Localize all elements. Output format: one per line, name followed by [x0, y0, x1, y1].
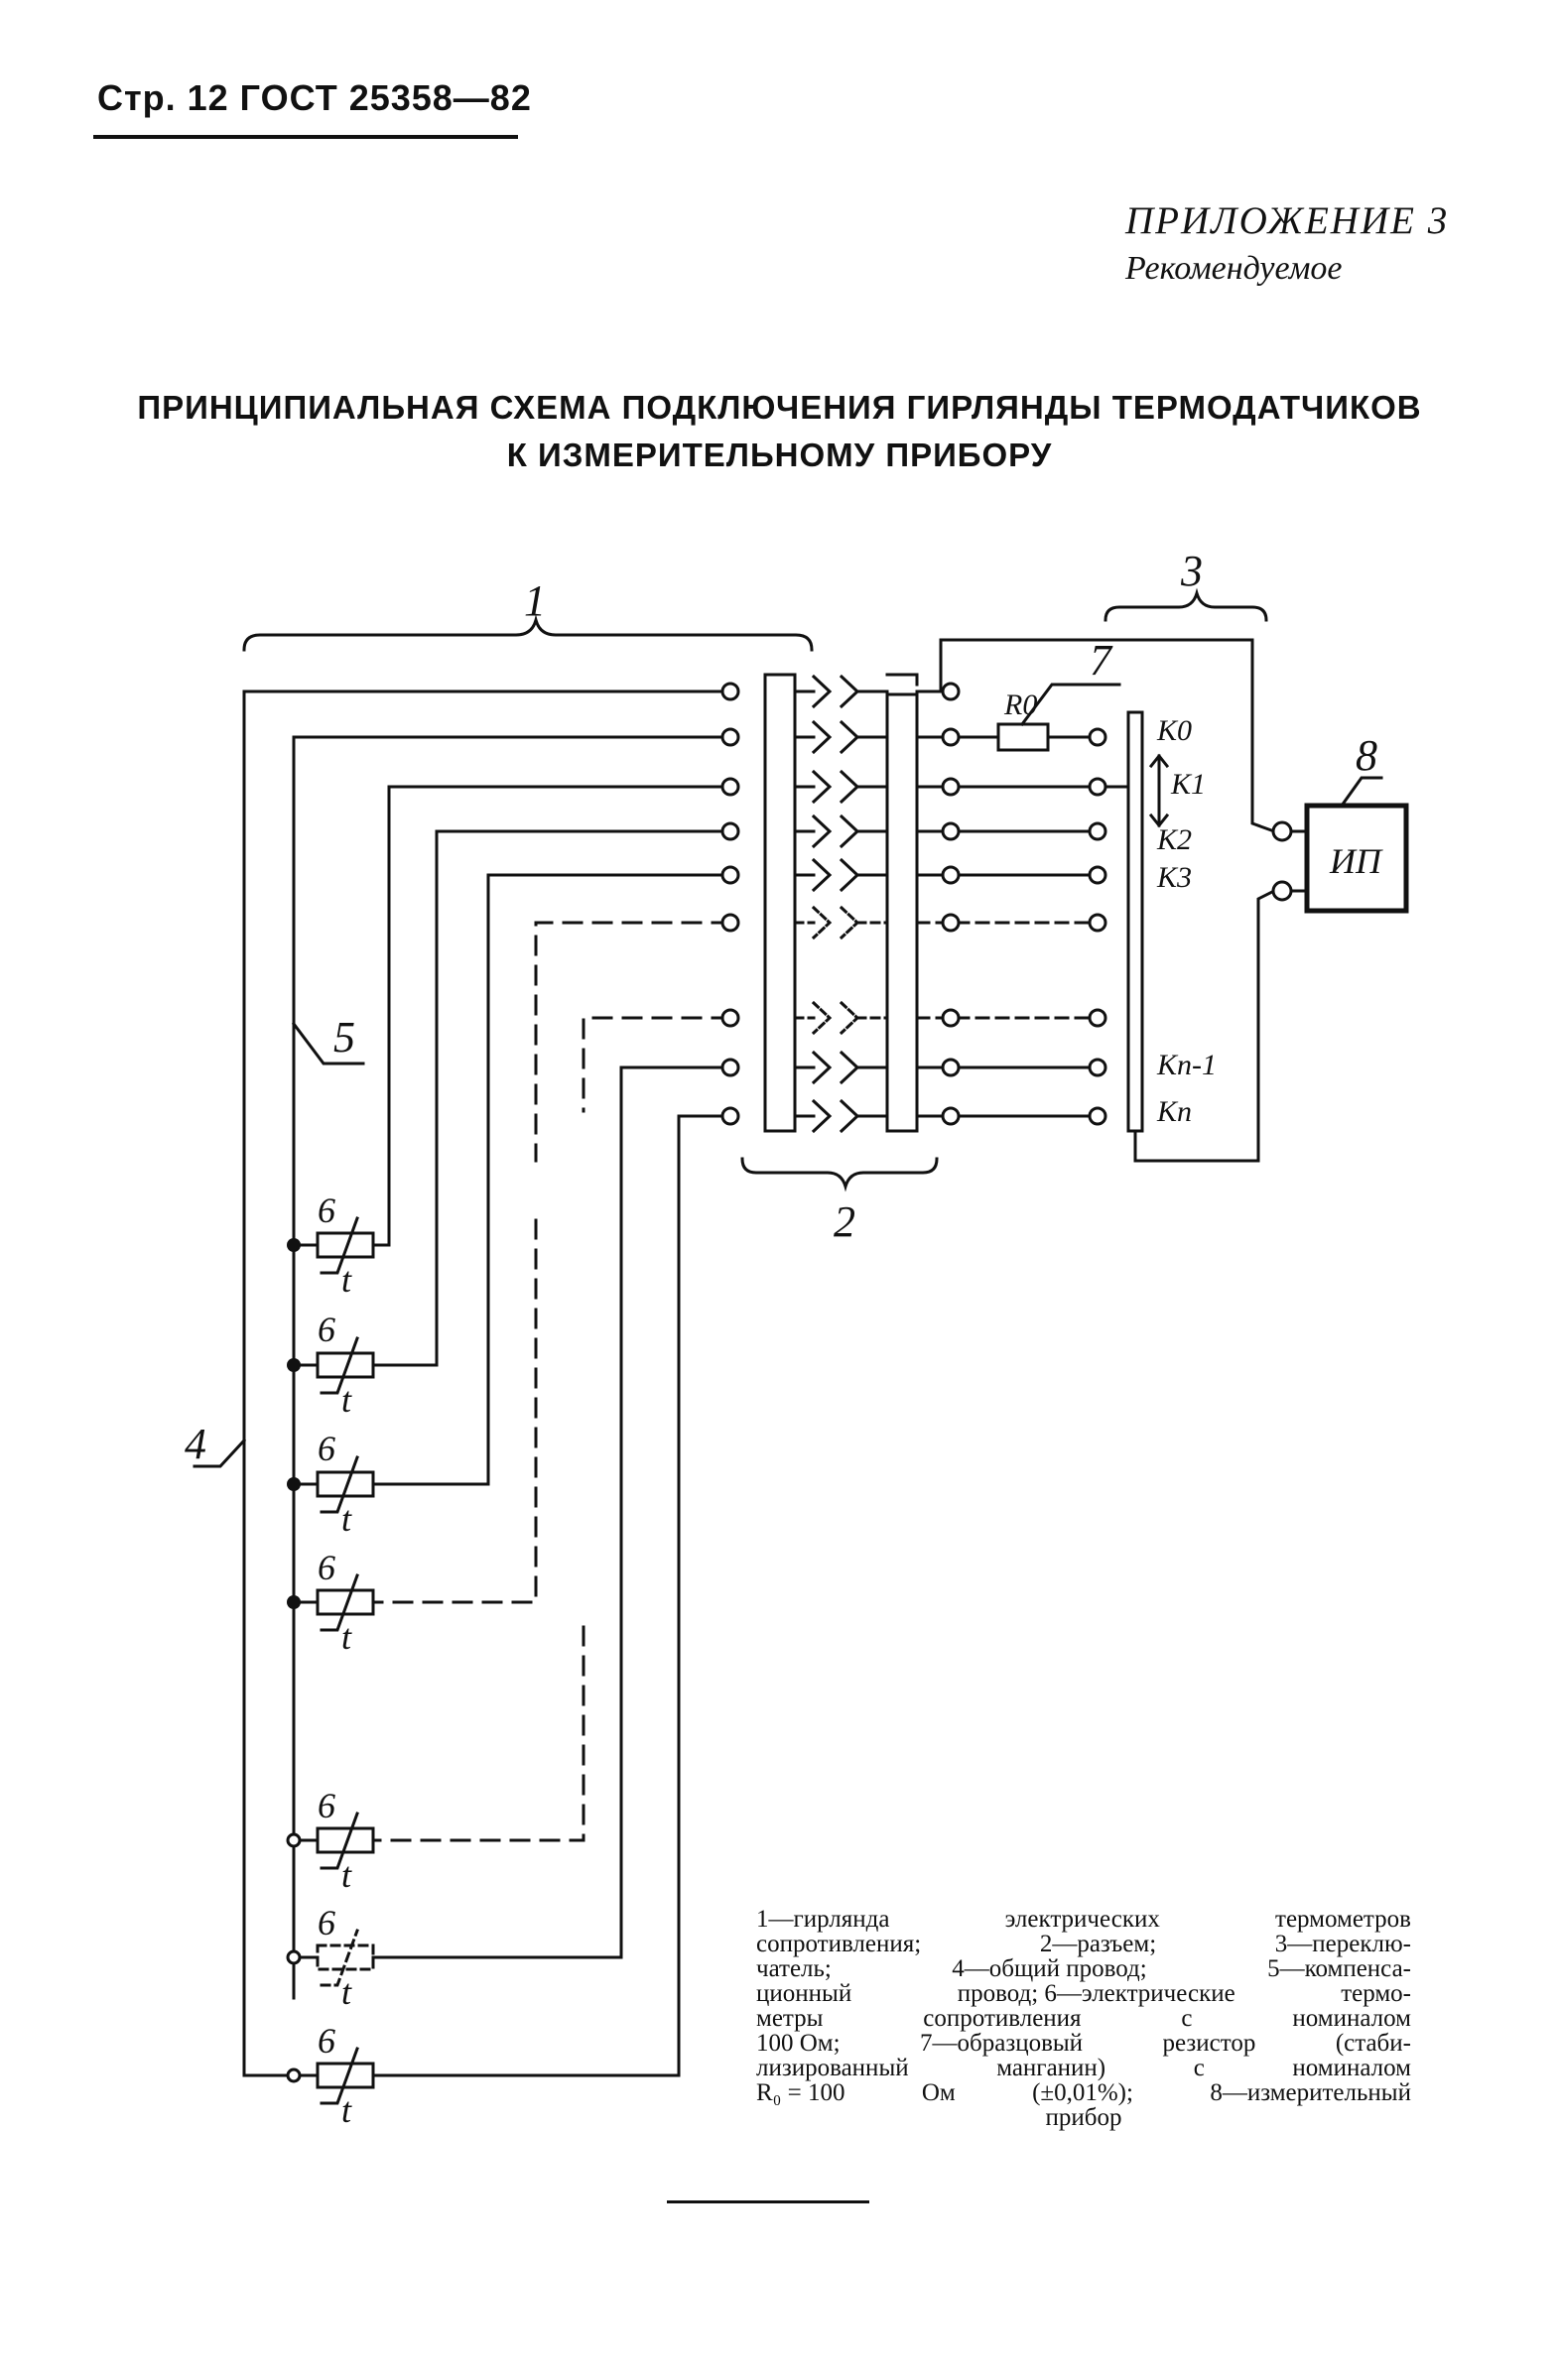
callout-switch: 3 [1180, 547, 1203, 595]
appendix-status: Рекомендуемое [1125, 250, 1343, 287]
title-line-1: ПРИНЦИПИАЛЬНАЯ СХЕМА ПОДКЛЮЧЕНИЯ ГИРЛЯНД… [137, 389, 1422, 426]
connector-arrows [811, 674, 860, 1134]
legend-word: 7—образцовый [920, 2030, 1084, 2057]
svg-text:t: t [341, 1617, 352, 1657]
legend-word: метры [756, 2005, 824, 2032]
svg-text:6: 6 [318, 1190, 335, 1230]
legend-word: Ом [921, 2079, 956, 2106]
legend-word: 4—общий провод; [952, 1955, 1147, 1982]
legend-word: чатель; [756, 1955, 832, 1982]
instrument-label: ИП [1329, 841, 1383, 881]
brace-garland [242, 614, 814, 652]
svg-text:6: 6 [318, 1429, 335, 1468]
legend-word: лизированный [756, 2055, 909, 2081]
legend-word: 8—измерительный [1210, 2079, 1411, 2106]
svg-text:6: 6 [318, 1903, 335, 1942]
legend-word: номиналом [1292, 2055, 1411, 2081]
legend-word: электрических [1004, 1906, 1160, 1933]
reference-resistor [996, 722, 1050, 752]
svg-text:Kn-1: Kn-1 [1156, 1049, 1217, 1081]
legend-word: провод; 6—электрические [957, 1980, 1235, 2007]
appendix-label: ПРИЛОЖЕНИЕ 3 [1125, 199, 1450, 242]
legend-word: прибор [1045, 2104, 1122, 2131]
terminals [286, 682, 1293, 2083]
svg-text:K0: K0 [1156, 714, 1192, 747]
title-line-2: К ИЗМЕРИТЕЛЬНОМУ ПРИБОРУ [506, 437, 1053, 473]
legend-word: с [1181, 2005, 1193, 2032]
legend-line: лизированный манганин) с номиналом [756, 2056, 1411, 2080]
svg-text:6: 6 [318, 1548, 335, 1587]
legend-word: термометров [1275, 1906, 1411, 1933]
svg-text:t: t [341, 1972, 352, 2012]
thermometers [292, 1216, 375, 2105]
legend-line: R₀ = 100 Ом (±0,01%); 8—измерительный [756, 2080, 1411, 2105]
legend-word: R₀ = 100 [756, 2079, 845, 2106]
legend-word: (стаби- [1335, 2030, 1411, 2057]
connector-socket-bar [885, 673, 919, 1133]
callout-compensation: 5 [333, 1013, 355, 1062]
svg-text:t: t [341, 1499, 352, 1539]
svg-text:K3: K3 [1156, 861, 1192, 894]
brace-switch [1104, 587, 1268, 622]
legend-word: 100 Ом; [756, 2030, 841, 2057]
svg-text:t: t [341, 1260, 352, 1300]
callout-garland: 1 [524, 576, 546, 625]
legend-word: с [1193, 2055, 1205, 2081]
legend-word: резистор [1162, 2030, 1256, 2057]
legend-word: 2—разъем; [1039, 1931, 1157, 1957]
legend-line: 100 Ом; 7—образцовый резистор (стаби- [756, 2031, 1411, 2056]
legend-word: 1—гирлянда [756, 1906, 890, 1933]
legend-line: прибор [756, 2105, 1411, 2130]
legend-line: чатель; 4—общий провод; 5—компенса- [756, 1956, 1411, 1981]
legend-word: манганин) [996, 2055, 1106, 2081]
header-rule [93, 135, 518, 139]
svg-text:6: 6 [318, 2021, 335, 2061]
svg-text:K2: K2 [1156, 823, 1192, 856]
bottom-rule [667, 2200, 869, 2203]
legend-line: ционный провод; 6—электрические термо- [756, 1981, 1411, 2006]
callout-connector: 2 [834, 1197, 855, 1246]
common-wire [242, 689, 732, 2077]
switch-bar [1126, 710, 1144, 1133]
legend-word: 5—компенса- [1267, 1955, 1411, 1982]
junction-dots [287, 1238, 301, 1609]
legend-line: метры сопротивления с номиналом [756, 2006, 1411, 2031]
resistor-label: R0 [1003, 689, 1037, 721]
callout-common: 4 [185, 1420, 206, 1468]
legend-line: 1—гирлянда электрических термометров [756, 1907, 1411, 1932]
callout-resistor: 7 [1090, 636, 1113, 685]
callout-instrument: 8 [1356, 731, 1377, 780]
compensation-wire [292, 735, 732, 2000]
page-header: Стр. 12 ГОСТ 25358—82 [97, 77, 532, 118]
svg-text:6: 6 [318, 1786, 335, 1825]
measuring-instrument [1304, 803, 1409, 914]
legend-word: 3—переклю- [1274, 1931, 1411, 1957]
svg-text:Kn: Kn [1156, 1095, 1192, 1128]
svg-text:t: t [341, 1380, 352, 1420]
svg-text:6: 6 [318, 1310, 335, 1349]
legend-word: (±0,01%); [1032, 2079, 1133, 2106]
svg-text:K1: K1 [1170, 768, 1206, 801]
svg-text:t: t [341, 1855, 352, 1895]
svg-text:t: t [341, 2090, 352, 2130]
connector-plug-bar [763, 673, 797, 1133]
legend-word: номиналом [1292, 2005, 1411, 2032]
legend-line: сопротивления; 2—разъем; 3—переклю- [756, 1932, 1411, 1956]
legend-word: термо- [1341, 1980, 1411, 2007]
legend-word: ционный [756, 1980, 852, 2007]
legend-word: сопротивления [923, 2005, 1082, 2032]
legend-word: сопротивления; [756, 1931, 922, 1957]
brace-connector [740, 1157, 939, 1192]
